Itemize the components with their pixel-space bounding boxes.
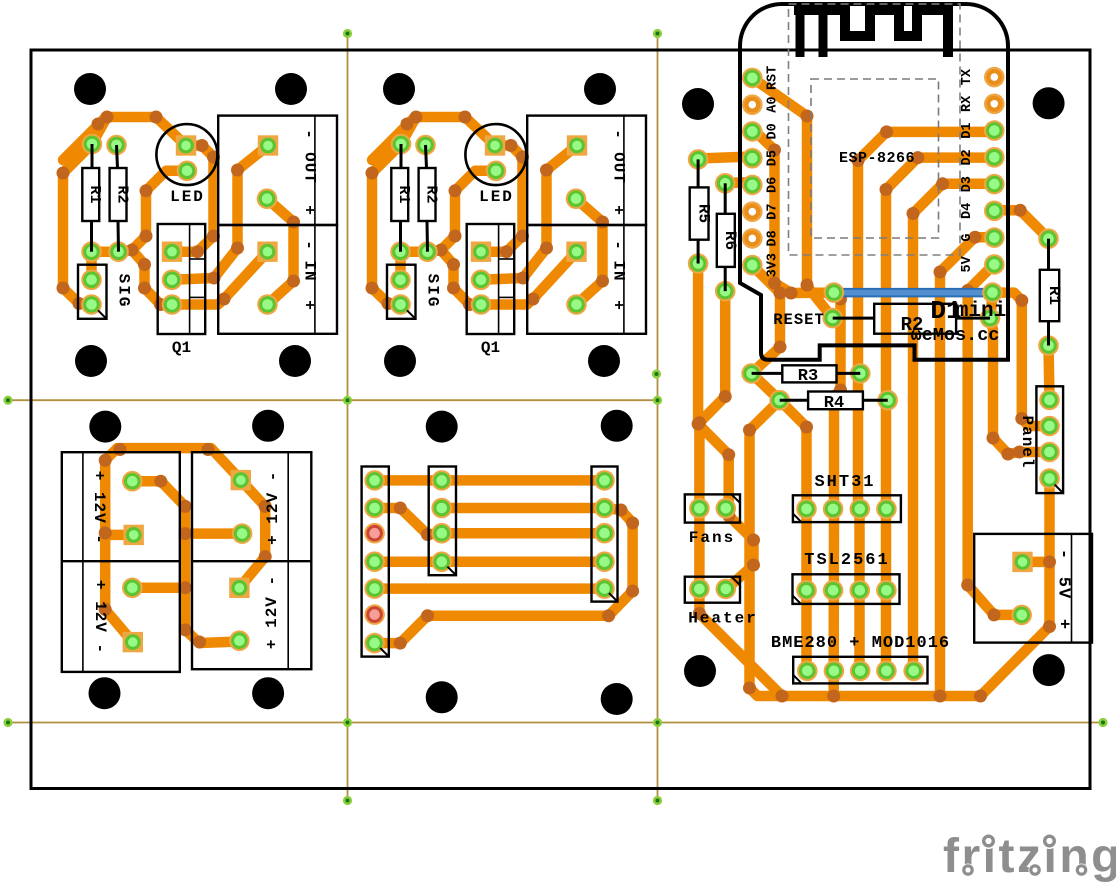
svg-text:R5: R5 [695,204,713,223]
svg-text:R2: R2 [113,185,130,203]
svg-text:mini: mini [956,300,1006,323]
svg-text:+ 12V -: + 12V - [90,471,108,545]
svg-text:Q1: Q1 [172,339,191,357]
svg-text:D2: D2 [960,149,975,165]
svg-text:SIG: SIG [115,274,133,309]
svg-text:D0: D0 [766,123,781,139]
svg-text:-: - [300,240,318,250]
svg-text:R3: R3 [798,367,818,386]
svg-text:D6: D6 [766,177,781,193]
svg-text:TSL2561: TSL2561 [804,551,889,570]
svg-text:D1: D1 [960,122,975,138]
svg-text:5V: 5V [960,255,975,272]
svg-text:R1: R1 [1045,286,1063,305]
svg-text:IN: IN [610,260,628,281]
svg-text:+: + [300,300,318,310]
svg-text:RESET: RESET [773,311,825,329]
svg-text:R4: R4 [824,394,844,413]
svg-text:BME280 + MOD1016: BME280 + MOD1016 [771,634,950,653]
svg-text:Q1: Q1 [481,339,500,357]
svg-text:+: + [609,300,627,310]
svg-text:ESP-8266: ESP-8266 [839,150,915,167]
svg-text:RST: RST [766,66,781,90]
svg-text:R2: R2 [901,314,924,336]
svg-text:R6: R6 [721,231,739,250]
svg-text:+: + [609,205,627,215]
svg-text:SIG: SIG [424,274,442,309]
svg-text:Panel: Panel [1018,415,1036,468]
svg-text:LED: LED [479,188,514,206]
svg-text:-: - [300,129,318,139]
svg-text:5V: 5V [1054,577,1073,599]
svg-text:+: + [1054,619,1073,629]
svg-text:3V3: 3V3 [766,253,781,277]
svg-text:D8: D8 [766,230,781,246]
svg-text:A0: A0 [766,97,781,113]
svg-text:RX: RX [960,95,975,112]
svg-text:OUT: OUT [301,152,319,184]
svg-text:ωeMos.cc: ωeMos.cc [911,325,1000,346]
svg-text:-: - [609,240,627,250]
svg-text:D7: D7 [766,204,781,220]
svg-text:IN: IN [301,260,319,281]
svg-text:LED: LED [170,188,205,206]
svg-text:-: - [1054,549,1073,559]
svg-text:R1: R1 [86,185,103,203]
svg-text:OUT: OUT [610,152,628,184]
svg-text:Fans: Fans [689,529,735,547]
svg-text:G: G [960,234,975,242]
svg-text:D4: D4 [960,203,975,219]
svg-text:D1: D1 [930,296,961,326]
svg-text:+ 12V -: + 12V - [264,471,282,545]
svg-text:D3: D3 [960,176,975,192]
svg-text:SHT31: SHT31 [814,473,875,492]
svg-text:+ 12V -: + 12V - [91,580,109,654]
svg-text:R2: R2 [422,185,439,203]
svg-text:Heater: Heater [688,610,758,628]
svg-text:TX: TX [960,68,975,85]
svg-text:+: + [300,205,318,215]
svg-text:R1: R1 [395,185,412,203]
svg-text:-: - [609,129,627,139]
svg-text:+ 12V -: + 12V - [263,575,281,649]
svg-text:D5: D5 [766,150,781,166]
